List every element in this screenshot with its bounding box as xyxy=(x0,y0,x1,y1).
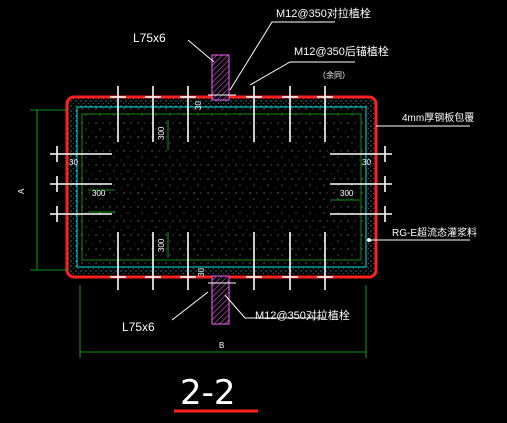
anchor-bolts xyxy=(50,86,392,290)
dim-right-300: 300 xyxy=(340,189,354,198)
grout-leader-dot xyxy=(367,238,371,242)
grout-boundary xyxy=(81,113,362,261)
bolt-through-top-label: M12@350对拉植栓 xyxy=(276,6,371,20)
bolt-anchor-label: M12@350后锚植栓 xyxy=(294,44,389,58)
dim-left-300-lower: 300 xyxy=(157,238,166,252)
angle-bottom-label: L75x6 xyxy=(122,320,155,334)
dim-top-30: 30 xyxy=(194,101,203,110)
dim-right-30: 30 xyxy=(362,158,371,167)
dim-side-b: B xyxy=(219,341,224,350)
dim-left-300-vertical: 300 xyxy=(157,126,166,140)
dim-left-30: 30 xyxy=(69,158,78,167)
section-title: 2-2 xyxy=(180,373,236,413)
angle-bottom xyxy=(208,275,236,325)
same-note-label: （余同） xyxy=(318,70,350,80)
angle-top xyxy=(208,54,236,101)
leader-lines xyxy=(171,21,470,321)
dimension-lines xyxy=(30,109,367,358)
steel-plate-label: 4mm厚钢板包覆 xyxy=(402,111,474,124)
dim-side-a: A xyxy=(17,188,26,194)
dim-left-300-horizontal: 300 xyxy=(92,189,106,198)
bolt-through-bottom-label: M12@350对拉植栓 xyxy=(255,308,350,322)
angle-top-label: L75x6 xyxy=(133,31,166,45)
dim-bottom-30: 30 xyxy=(197,268,206,277)
grout-label: RG-E超流态灌浆料 xyxy=(392,226,477,239)
concrete-core xyxy=(76,106,367,268)
